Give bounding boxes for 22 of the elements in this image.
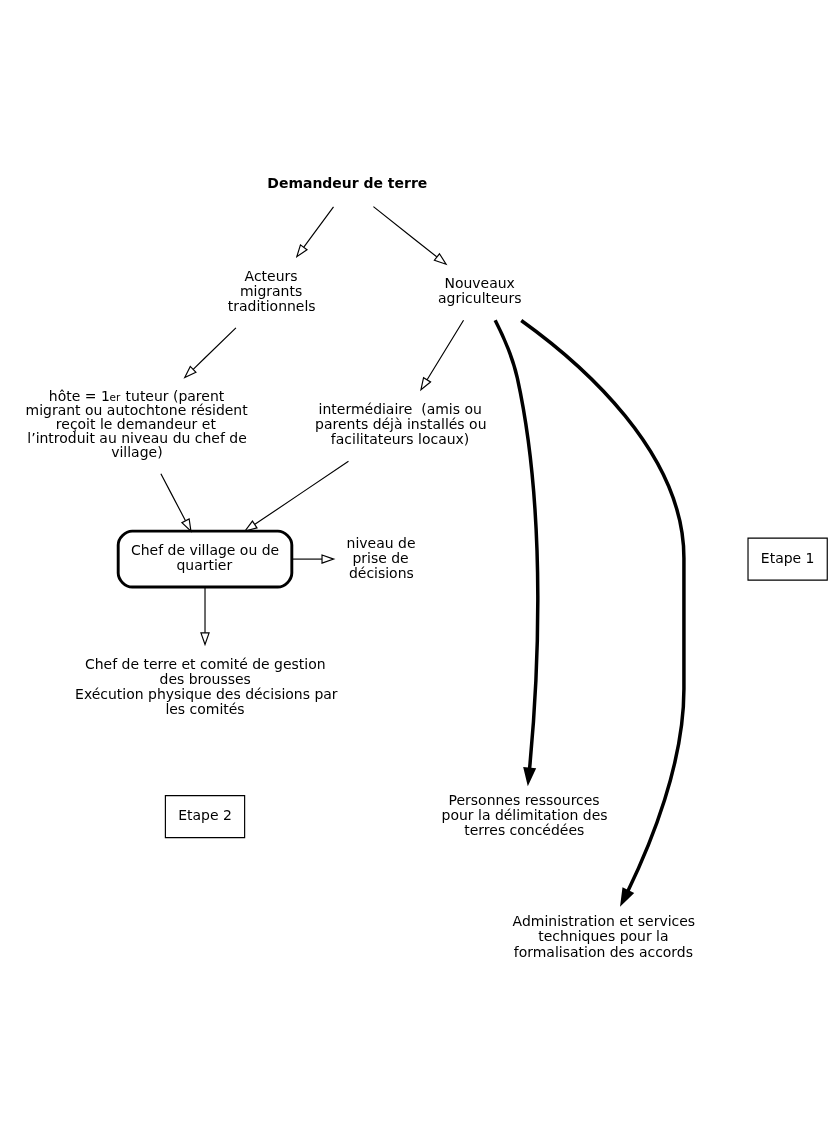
- arrow: [243, 460, 350, 532]
- node-box: Etape 1: [747, 537, 828, 581]
- arrow: [295, 206, 335, 259]
- node-text: Nouveaux agriculteurs: [438, 275, 522, 307]
- arrow: [372, 206, 448, 266]
- node-text: Demandeur de terre: [267, 175, 428, 192]
- node-text: Acteurs migrants traditionnels: [227, 267, 316, 315]
- node-text: Personnes ressources pour la délimitation des terres concédées: [441, 792, 608, 839]
- node-text: intermédiaire (amis ou parents déjà installés ou facilitateurs locaux): [315, 401, 487, 448]
- arrow: [160, 473, 192, 533]
- node-box: Chef de village ou de quartier: [116, 529, 294, 589]
- arrow: [420, 319, 465, 392]
- arrow: [493, 319, 540, 787]
- node-text: niveau de prise de décisions: [346, 534, 416, 581]
- arrow: [200, 586, 210, 647]
- node-text: Administration et services techniques pour la formalisation des accords: [512, 913, 696, 960]
- node-text: hôte = 1er tuteur (parent migrant ou autochtone résident reçoit le demandeur et l’introduit au niveau du chef de village): [25, 387, 248, 460]
- arrow: [520, 319, 686, 907]
- node-box: Etape 2: [164, 795, 246, 839]
- arrow: [183, 327, 237, 379]
- node-text: Chef de terre et comité de gestion des brousses Exécution physique des décisions par les comités: [75, 655, 338, 718]
- arrow: [291, 554, 336, 564]
